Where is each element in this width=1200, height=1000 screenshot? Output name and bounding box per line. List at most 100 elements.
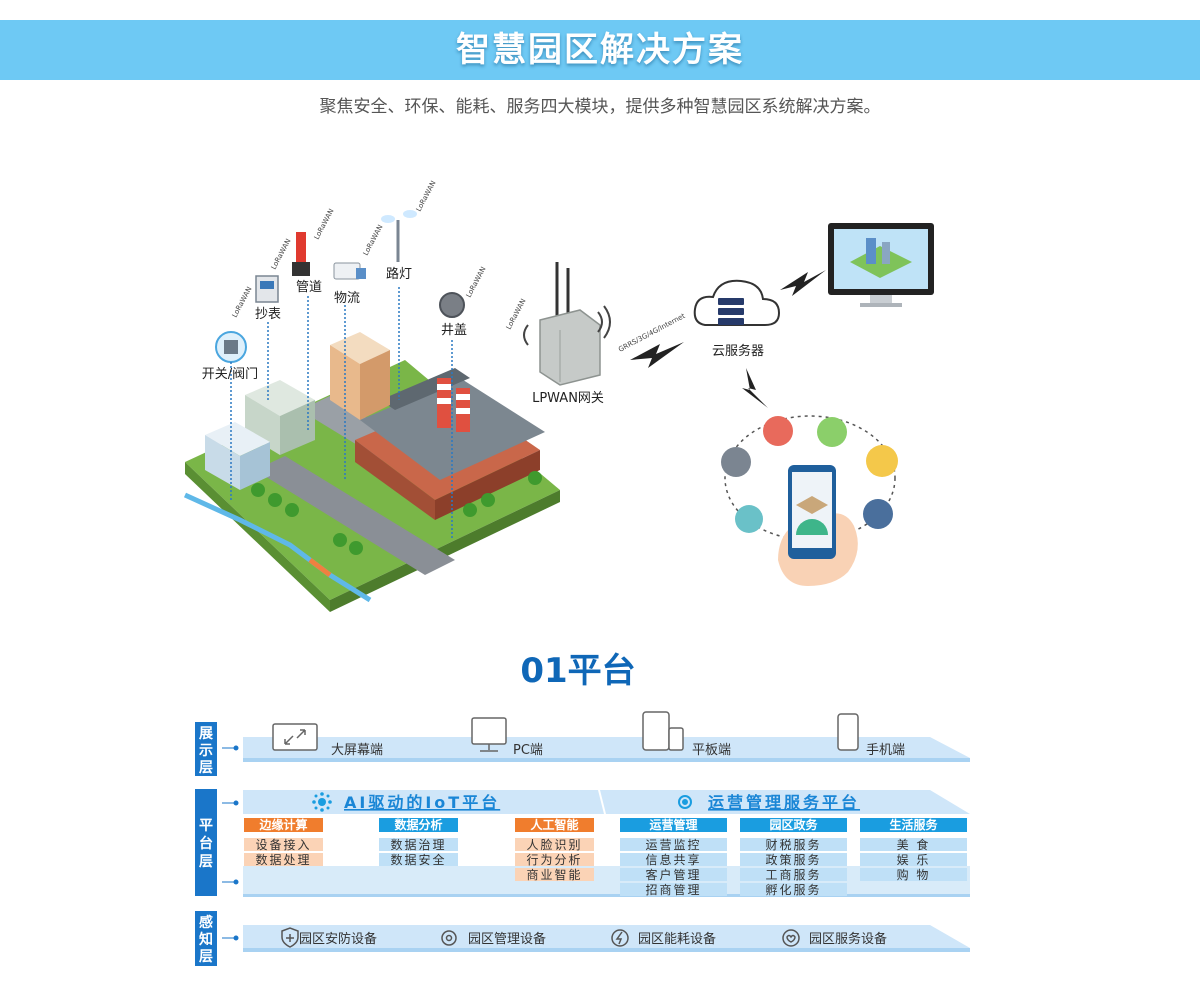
module-item: 行为分析	[526, 853, 582, 867]
module-header: 边缘计算	[258, 817, 307, 832]
module-item: 设备接入	[255, 837, 311, 852]
ops-platform-title: 运营管理服务平台	[708, 793, 860, 812]
desktop-monitor	[828, 223, 934, 307]
lightning-icon	[630, 342, 684, 368]
module-item-bg	[740, 838, 847, 851]
label-gateway: LPWAN网关	[532, 391, 604, 406]
label-pipeline: 管道	[296, 280, 322, 295]
label-logistics: 物流	[334, 291, 360, 306]
energy-icon	[817, 417, 847, 447]
display-band	[243, 737, 970, 758]
energy-icon	[611, 929, 629, 947]
valve-icon	[721, 447, 751, 477]
module-header: 运营管理	[649, 817, 697, 832]
layer-label-display: 展示层	[199, 726, 213, 776]
module-item-bg	[379, 838, 458, 851]
perception-item-management: 园区管理设备	[468, 931, 546, 947]
module-item-bg	[515, 853, 594, 866]
mobile-app-ring	[721, 415, 898, 586]
ai-platform-band	[243, 790, 604, 814]
label-switch-valve: 开关/阀门	[202, 367, 258, 382]
display-item-pc: PC端	[513, 743, 543, 758]
module-item-bg	[620, 883, 727, 896]
layer-display: 展示层	[195, 722, 217, 776]
ai-platform-title: AI驱动的IoT平台	[344, 793, 500, 812]
truck-icon	[863, 499, 893, 529]
module-header-bg	[515, 818, 594, 832]
device-switch-valve: 开关/阀门	[202, 331, 258, 500]
lightning-icon	[742, 368, 768, 408]
module-item-bg	[620, 853, 727, 866]
module-item: 孵化服务	[765, 882, 821, 897]
gear-icon	[441, 930, 457, 946]
module-item: 美 食	[897, 837, 931, 852]
smart-park-illustration: 开关/阀门 抄表 管道 物流 路灯 井盖 LoRaWAN LoRaWAN LoR…	[183, 179, 934, 612]
module-item: 人脸识别	[526, 838, 582, 852]
device-meter: 抄表	[255, 275, 281, 400]
module-item: 政策服务	[765, 852, 821, 867]
tablet-icon	[642, 711, 684, 751]
module-item-bg	[740, 868, 847, 881]
layer-platform: 平台层	[195, 789, 217, 896]
layer-label-perception: 感知层	[199, 914, 213, 965]
device-streetlight: 路灯	[381, 210, 417, 400]
large-screen-icon	[272, 723, 318, 751]
pc-icon	[471, 717, 507, 752]
pipe-icon	[763, 416, 793, 446]
display-item-tablet: 平板端	[692, 743, 731, 758]
module-item-bg	[515, 838, 594, 851]
label-manhole: 井盖	[441, 323, 467, 338]
module-item: 娱 乐	[897, 853, 931, 867]
module-item-bg	[860, 868, 967, 881]
module-item-bg	[620, 838, 727, 851]
perception-item-service: 园区服务设备	[809, 931, 887, 947]
label-cloud: 云服务器	[712, 343, 764, 359]
ops-platform-band	[600, 790, 970, 814]
module-item: 工商服务	[765, 867, 821, 882]
turbine-icon	[735, 505, 763, 533]
module-item-bg	[740, 853, 847, 866]
module-item-bg	[860, 838, 967, 851]
module-header: 生活服务	[889, 817, 938, 832]
module-item: 招商管理	[645, 882, 701, 897]
module-item: 数据安全	[390, 852, 446, 867]
module-item: 客户管理	[645, 867, 701, 882]
module-item: 商业智能	[526, 867, 582, 882]
module-header-bg	[740, 818, 847, 832]
module-header-bg	[379, 818, 458, 832]
module-header-bg	[244, 818, 323, 832]
device-pipeline: 管道	[292, 232, 322, 430]
heart-service-icon	[782, 929, 800, 947]
module-header: 人工智能	[530, 817, 578, 832]
module-item: 数据治理	[390, 837, 446, 852]
perception-item-security: 园区安防设备	[299, 931, 377, 947]
display-item-large-screen: 大屏幕端	[331, 743, 383, 758]
module-header-bg	[620, 818, 727, 832]
layer-perception: 感知层	[195, 911, 217, 966]
module-item: 信息共享	[645, 852, 701, 867]
module-item-bg	[860, 853, 967, 866]
module-item-bg	[244, 838, 323, 851]
module-header: 园区政务	[769, 817, 818, 832]
page-title: 智慧园区解决方案	[456, 30, 744, 70]
label-meter: 抄表	[255, 307, 281, 322]
module-header: 数据分析	[394, 817, 442, 832]
page-subtitle: 聚焦安全、环保、能耗、服务四大模块，提供多种智慧园区系统解决方案。	[319, 97, 881, 117]
shield-icon	[281, 927, 299, 948]
module-item-bg	[244, 853, 323, 866]
platform-title: 01平台	[520, 651, 636, 691]
device-logistics: 物流	[333, 262, 366, 480]
layer-connector-arrows	[222, 745, 239, 941]
module-item-bg	[379, 853, 458, 866]
lightning-icon	[780, 270, 826, 296]
module-item: 运营监控	[645, 838, 701, 852]
module-item-bg	[740, 883, 847, 896]
module-item-bg	[620, 868, 727, 881]
phone-icon	[837, 713, 859, 751]
